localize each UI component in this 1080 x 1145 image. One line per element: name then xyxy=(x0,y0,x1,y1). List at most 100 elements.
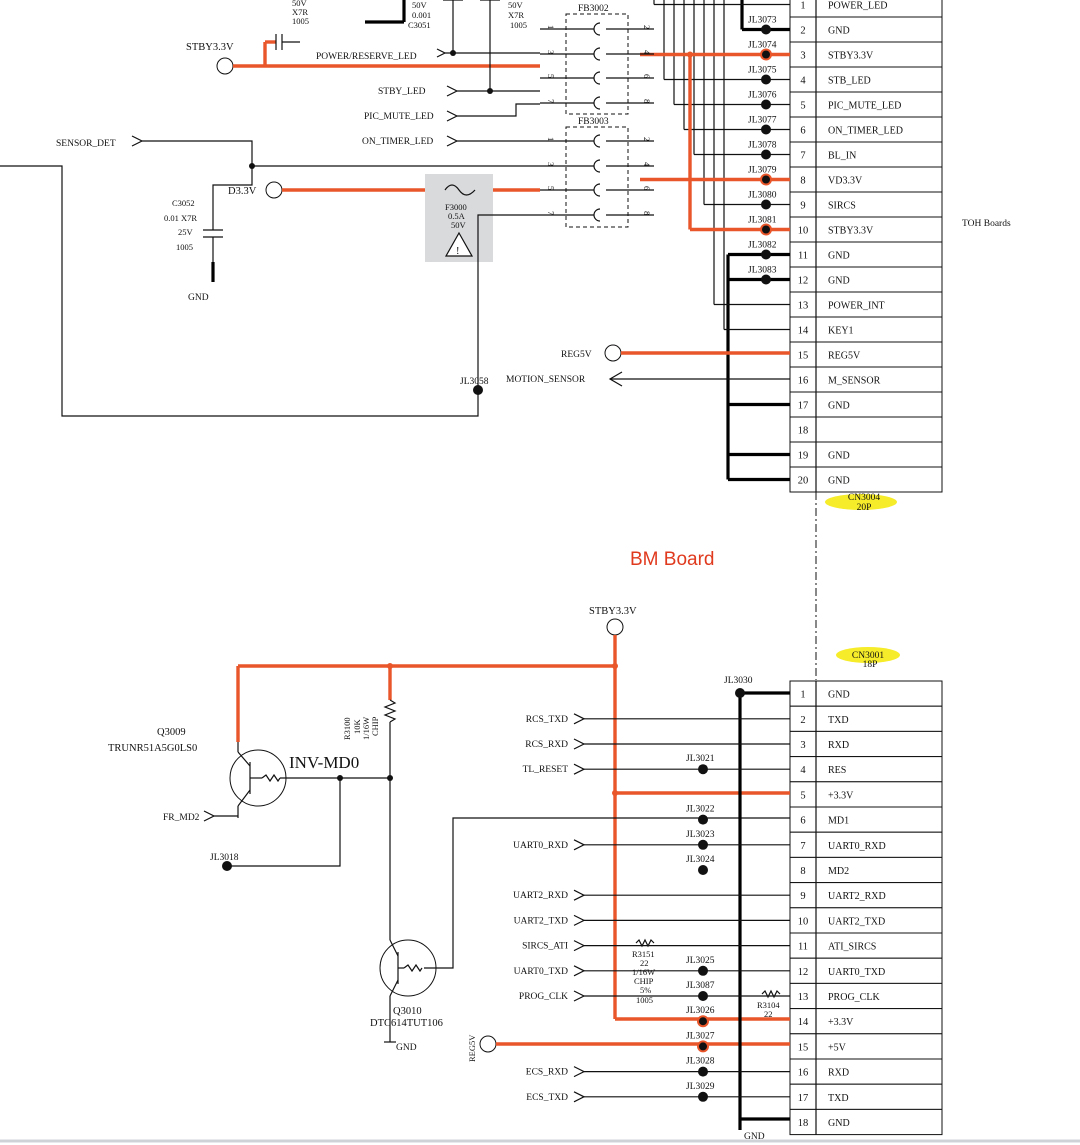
pin-number: 3 xyxy=(800,51,805,62)
net-label: REG5V xyxy=(561,350,592,360)
signal-label: POWER/RESERVE_LED xyxy=(316,52,417,62)
pin-name: GND xyxy=(828,401,850,412)
signal-label: RCS_TXD xyxy=(526,715,568,725)
svg-text:R3151: R3151 xyxy=(632,949,655,959)
jl-point xyxy=(760,223,772,236)
svg-text:6: 6 xyxy=(642,186,652,190)
svg-text:5: 5 xyxy=(546,186,556,190)
pin-name: STB_LED xyxy=(828,76,871,87)
pin-name: STBY3.3V xyxy=(828,51,874,62)
pin-name: UART2_RXD xyxy=(828,891,886,902)
jl-label: JL3080 xyxy=(748,191,777,201)
svg-text:C3052: C3052 xyxy=(172,198,195,208)
jl-point xyxy=(698,1066,708,1077)
signal-label: UART2_TXD xyxy=(514,916,568,926)
jl-point xyxy=(698,865,708,875)
gnd-label: GND xyxy=(396,1043,417,1053)
svg-text:FB3003: FB3003 xyxy=(578,117,609,127)
pin-name: +3.3V xyxy=(828,1017,854,1028)
connector-pin-row xyxy=(789,756,943,783)
pin-number: 4 xyxy=(800,76,806,87)
jl-label: JL3021 xyxy=(686,754,715,764)
jl-label: JL3030 xyxy=(724,676,753,686)
pin-number: 20 xyxy=(798,476,809,487)
connector-pin-row xyxy=(789,141,943,168)
pin-number: 14 xyxy=(798,326,809,337)
pin-number: 2 xyxy=(800,26,805,37)
svg-text:Q3010: Q3010 xyxy=(393,1006,422,1017)
jl-point xyxy=(698,965,708,976)
svg-text:R3100: R3100 xyxy=(342,717,352,740)
pin-number: 5 xyxy=(800,790,805,801)
coil-icon xyxy=(593,96,601,110)
svg-text:F3000: F3000 xyxy=(445,202,467,212)
svg-text:FB3002: FB3002 xyxy=(578,4,609,14)
pin-number: 13 xyxy=(798,992,809,1003)
pin-number: 6 xyxy=(800,816,805,827)
pin-name: POWER_INT xyxy=(828,301,885,312)
jl-label: JL3074 xyxy=(748,41,777,51)
pin-number: 9 xyxy=(800,891,805,902)
svg-text:!: ! xyxy=(456,246,460,257)
pin-number: 4 xyxy=(800,765,806,776)
signal-label: ECS_TXD xyxy=(526,1093,568,1103)
connector-pin-row xyxy=(789,1058,943,1085)
pin-name: UART0_RXD xyxy=(828,841,886,852)
svg-text:0.5A: 0.5A xyxy=(448,211,466,221)
coil-icon xyxy=(593,22,601,36)
pin-number: 8 xyxy=(800,176,805,187)
ferrite-bead-fb3002 xyxy=(565,13,629,115)
connector-pins-label: 20P xyxy=(857,503,872,513)
pin-name: ATI_SIRCS xyxy=(828,942,876,953)
pin-number: 10 xyxy=(798,226,809,237)
pin-name: PIC_MUTE_LED xyxy=(828,101,901,112)
pin-number: 17 xyxy=(798,401,809,412)
jl-label: JL3077 xyxy=(748,116,777,126)
svg-text:5%: 5% xyxy=(640,985,651,995)
connector-pin-row xyxy=(789,316,943,343)
jl-point xyxy=(761,24,771,35)
bottom-signal-inputs: RCS_TXDRCS_RXDTL_RESETUART0_RXDUART2_RXD… xyxy=(513,713,790,1103)
connector-pin-row xyxy=(789,1108,943,1136)
connector-pin-row xyxy=(789,416,943,443)
svg-text:R3104: R3104 xyxy=(757,1000,780,1010)
jl-label: JL3058 xyxy=(460,377,489,387)
connector-pin-row xyxy=(789,41,943,68)
jl-label: JL3082 xyxy=(748,241,777,251)
pin-number: 11 xyxy=(798,251,808,262)
svg-text:50V: 50V xyxy=(412,0,428,10)
highlight-marker xyxy=(825,494,897,510)
connector-pin-row xyxy=(789,856,943,884)
jl-point xyxy=(698,764,708,775)
jl-label: JL3079 xyxy=(748,166,777,176)
connector-pin-row xyxy=(789,366,943,393)
connector-pins-label: 18P xyxy=(863,660,878,670)
pin-name: GND xyxy=(828,690,850,701)
pin-number: 8 xyxy=(800,866,805,877)
warning-icon xyxy=(444,231,474,257)
jl-label: JL3083 xyxy=(748,266,777,276)
pin-number: 12 xyxy=(798,967,809,978)
pin-number: 7 xyxy=(800,151,805,162)
jl-label: JL3081 xyxy=(748,216,777,226)
top-left-circuit: STBY3.3V 50V X7R 1005 50V 0.001 C3051 50… xyxy=(0,0,790,417)
jl-point xyxy=(697,1015,709,1028)
pin-name: TXD xyxy=(828,1093,849,1104)
svg-text:3: 3 xyxy=(546,50,556,54)
connector-pin-row xyxy=(789,216,943,243)
svg-text:1005: 1005 xyxy=(176,242,193,252)
pin-name: RXD xyxy=(828,740,849,751)
jl-point xyxy=(761,74,771,85)
svg-text:REG5V: REG5V xyxy=(467,1034,477,1062)
connector-pin-row xyxy=(789,16,943,43)
pin-name: ON_TIMER_LED xyxy=(828,126,903,137)
pin-name: BL_IN xyxy=(828,151,856,162)
pin-name: PROG_CLK xyxy=(828,992,880,1003)
pin-number: 16 xyxy=(798,1068,809,1079)
svg-text:CHIP: CHIP xyxy=(370,716,380,736)
gnd-label: GND xyxy=(744,1132,765,1142)
jl-label: JL3025 xyxy=(686,956,715,966)
pin-number: 17 xyxy=(798,1093,809,1104)
jl-label: JL3024 xyxy=(686,855,715,865)
